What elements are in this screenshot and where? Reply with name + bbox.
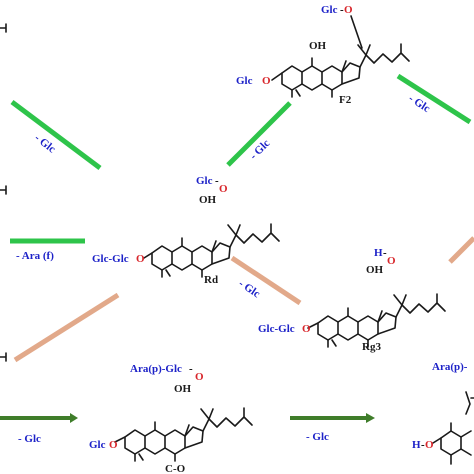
arrow-f2-out — [396, 73, 472, 125]
rd-top-dash: - — [215, 175, 219, 187]
arrow-bottom-left-to-rd — [13, 292, 120, 363]
f2-bottom-oxygen: O — [262, 75, 271, 87]
left-edge-fragments — [0, 23, 7, 362]
co-top-oxygen: O — [195, 371, 204, 383]
arrowhead-left-to-co — [70, 413, 78, 423]
rd-name: Rd — [204, 274, 218, 286]
rg3-bottom-sugar: Glc-Glc — [258, 323, 295, 335]
partial-bottom-h: H — [412, 439, 421, 451]
compound-rg3: Glc-Glc O H - O OH Rg3 — [258, 247, 446, 353]
partial-bottom-dash: - — [421, 439, 425, 451]
rg3-top-oxygen: O — [387, 255, 396, 267]
arrows — [0, 73, 474, 423]
arrow-left-to-rd — [10, 100, 102, 170]
f2-oh: OH — [309, 40, 327, 52]
co-name: C-O — [165, 463, 186, 474]
rg3-bottom-oxygen: O — [302, 323, 311, 335]
arrow-label-rd-to-rg3: - Glc — [236, 278, 262, 301]
co-oh: OH — [174, 383, 192, 395]
arrow-label-co-to-partial: - Glc — [306, 431, 329, 443]
arrowhead-co-to-partial — [366, 413, 375, 423]
f2-top-sugar: Glc — [321, 4, 338, 16]
arrow-rd-to-rg3 — [230, 255, 302, 306]
arrow-rd-to-f2 — [226, 101, 292, 167]
co-top-dash: - — [189, 363, 193, 375]
f2-top-oxygen: O — [344, 4, 353, 16]
rg3-name: Rg3 — [362, 341, 381, 353]
f2-top-dash: - — [340, 4, 344, 16]
f2-name: F2 — [339, 94, 352, 106]
rd-bottom-oxygen: O — [136, 253, 145, 265]
compound-partial: Ara(p)- H - O — [412, 361, 474, 465]
arrow-label-ara-f-to-rd: - Ara (f) — [16, 250, 54, 262]
compound-f2: Glc O Glc - O OH F2 — [236, 4, 410, 106]
co-bottom-sugar: Glc — [89, 439, 106, 451]
co-top-sugar: Ara(p)-Glc — [130, 363, 182, 375]
rd-top-sugar: Glc — [196, 175, 213, 187]
rd-oh: OH — [199, 194, 217, 206]
arrow-label-left-to-co: - Glc — [18, 433, 41, 445]
rg3-oh: OH — [366, 264, 384, 276]
partial-top-sugar: Ara(p)- — [432, 361, 468, 373]
compound-rd: Glc-Glc O Glc - O OH Rd — [92, 175, 280, 286]
arrow-labels: - Glc - Glc - Glc - Ara (f) - Glc - Glc … — [16, 92, 432, 445]
rd-top-oxygen: O — [219, 183, 228, 195]
rg3-top-dash: - — [383, 247, 387, 259]
arrow-rg3-out — [448, 236, 474, 264]
partial-bottom-oxygen: O — [425, 439, 434, 451]
f2-bottom-sugar: Glc — [236, 75, 253, 87]
rd-bottom-sugar: Glc-Glc — [92, 253, 129, 265]
rg3-top-h: H — [374, 247, 383, 259]
co-bottom-oxygen: O — [109, 439, 118, 451]
compound-co: Glc O Ara(p)-Glc - O OH C-O — [89, 363, 253, 474]
